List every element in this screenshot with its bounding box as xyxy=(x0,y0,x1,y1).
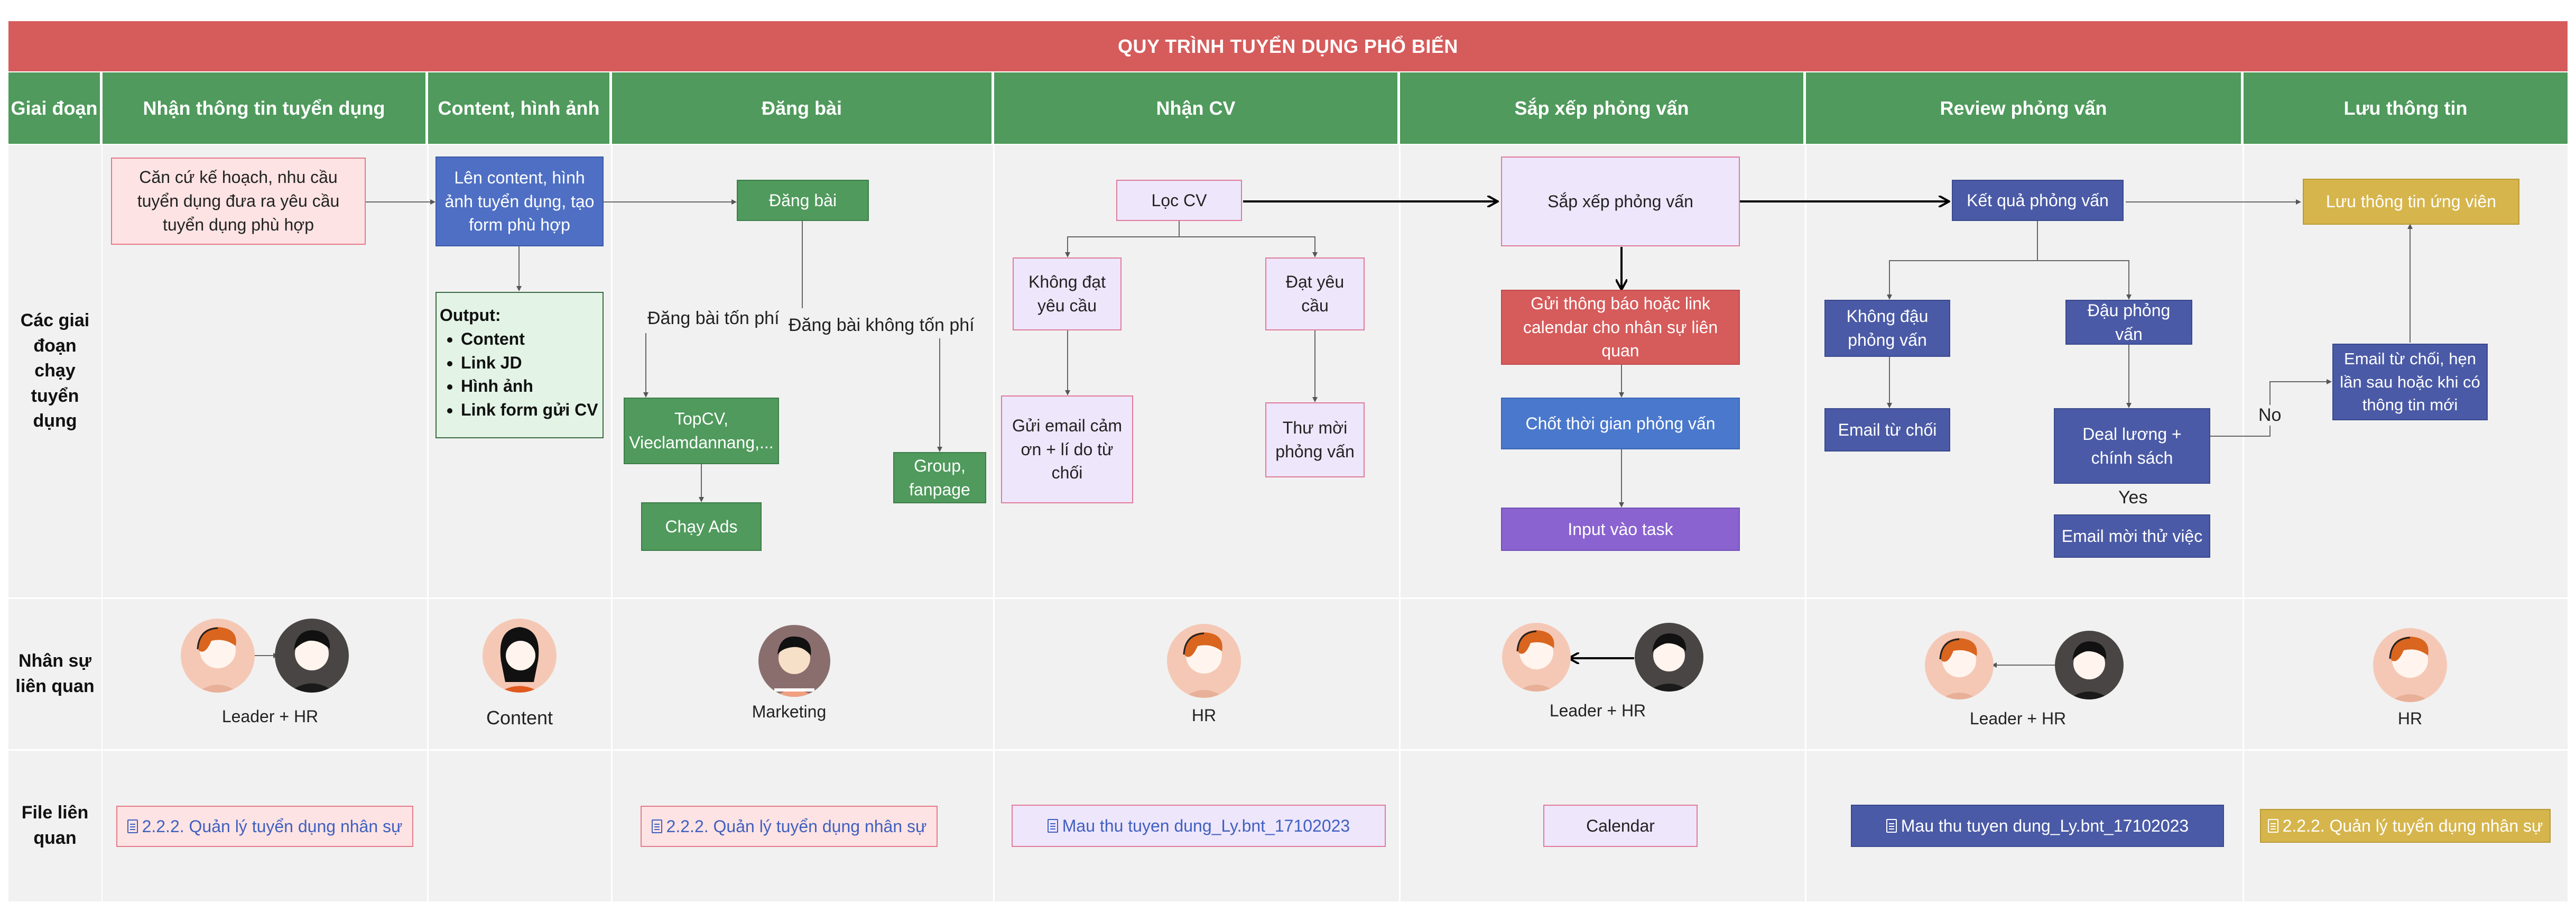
file-link-1[interactable]: 2.2.2. Quản lý tuyển dụng nhân sự xyxy=(116,806,413,847)
hr-avatar-icon xyxy=(1167,624,1241,698)
file-link-label: Mau thu tuyen dung_Ly.bnt_17102023 xyxy=(1901,816,2189,835)
document-icon xyxy=(651,819,662,833)
header-sap-xep: Sắp xếp phỏng vấn xyxy=(1400,72,1805,144)
node-chot-thoi-gian: Chốt thời gian phỏng vấn xyxy=(1501,398,1740,449)
node-input-vao-task: Input vào task xyxy=(1501,508,1740,551)
output-title: Output: xyxy=(440,306,501,325)
chart-title: QUY TRÌNH TUYỂN DỤNG PHỔ BIẾN xyxy=(8,21,2568,71)
document-icon xyxy=(127,819,138,833)
header-stage: Giai đoạn xyxy=(8,72,101,144)
hr-avatar-icon xyxy=(1502,623,1571,692)
node-loc-cv: Lọc CV xyxy=(1116,180,1242,221)
file-link-3[interactable]: 2.2.2. Quản lý tuyển dụng nhân sự xyxy=(641,806,938,847)
node-deal-luong: Deal lương + chính sách xyxy=(2054,408,2210,484)
node-gui-email-tu-choi: Gửi email cảm ơn + lí do từ chối xyxy=(1001,395,1133,503)
node-can-cu-ke-hoach: Căn cứ kế hoạch, nhu cầu tuyển dụng đưa … xyxy=(111,158,366,245)
document-icon xyxy=(1886,819,1897,833)
node-topcv: TopCV, Vieclamdannang,... xyxy=(624,398,779,464)
hr-avatar-icon xyxy=(1925,631,1994,699)
hr-avatar-icon xyxy=(181,619,255,693)
output-item: Link form gửi CV xyxy=(461,398,599,422)
row-label-stages: Các giai đoạn chạy tuyển dụng xyxy=(8,145,101,597)
file-link-label: Calendar xyxy=(1586,816,1655,835)
node-email-hen: Email từ chối, hẹn lần sau hoặc khi có t… xyxy=(2332,344,2488,420)
output-item: Content xyxy=(461,327,599,351)
node-gui-thong-bao: Gửi thông báo hoặc link calendar cho nhâ… xyxy=(1501,290,1740,365)
file-link-4[interactable]: Mau thu tuyen dung_Ly.bnt_17102023 xyxy=(1012,805,1386,847)
people-caption-5: Leader + HR xyxy=(1549,701,1646,720)
node-dau-phong-van: Đậu phỏng vấn xyxy=(2065,300,2192,345)
file-link-5[interactable]: Calendar xyxy=(1543,805,1698,847)
node-len-content: Lên content, hình ảnh tuyển dụng, tạo fo… xyxy=(435,156,604,246)
label-no: No xyxy=(2258,405,2282,426)
node-chay-ads: Chạy Ads xyxy=(641,502,762,551)
file-link-6[interactable]: Mau thu tuyen dung_Ly.bnt_17102023 xyxy=(1851,805,2224,847)
header-dang-bai: Đăng bài xyxy=(612,72,993,144)
output-item: Hình ảnh xyxy=(461,374,599,398)
people-caption-4: HR xyxy=(1191,706,1217,725)
output-item: Link JD xyxy=(461,351,599,375)
hr-avatar-icon xyxy=(2373,628,2447,702)
node-khong-dau: Không đậu phỏng vấn xyxy=(1824,300,1950,357)
node-group-fanpage: Group, fanpage xyxy=(893,452,986,503)
label-dang-bai-khong-ton-phi: Đăng bài không tốn phí xyxy=(789,315,975,335)
people-caption-2: Content xyxy=(486,707,553,729)
label-yes: Yes xyxy=(2118,487,2148,508)
people-caption-3: Marketing xyxy=(752,702,827,721)
row-label-people: Nhân sự liên quan xyxy=(8,598,101,749)
node-ket-qua-phong-van: Kết quả phỏng vấn xyxy=(1952,180,2124,221)
label-dang-bai-ton-phi: Đăng bài tốn phí xyxy=(647,308,780,328)
document-icon xyxy=(2267,819,2278,833)
document-icon xyxy=(1047,819,1058,833)
node-thu-moi-phong-van: Thư mời phỏng vấn xyxy=(1265,402,1365,477)
file-link-label: 2.2.2. Quản lý tuyển dụng nhân sự xyxy=(2282,816,2543,835)
header-nhan-thong-tin: Nhận thông tin tuyển dụng xyxy=(103,72,427,144)
content-avatar-icon xyxy=(483,619,557,693)
people-caption-7: HR xyxy=(2397,709,2423,728)
leader-avatar-icon xyxy=(275,619,349,693)
file-link-label: 2.2.2. Quản lý tuyển dụng nhân sự xyxy=(142,816,403,836)
leader-avatar-icon xyxy=(1635,623,1703,692)
people-caption-1: Leader + HR xyxy=(221,707,319,726)
header-review: Review phỏng vấn xyxy=(1806,72,2243,144)
node-luu-thong-tin: Lưu thông tin ứng viên xyxy=(2303,179,2519,225)
node-email-tu-choi: Email từ chối xyxy=(1824,408,1950,452)
node-dang-bai: Đăng bài xyxy=(737,180,869,221)
marketing-avatar-icon xyxy=(758,625,830,697)
file-link-label: 2.2.2. Quản lý tuyển dụng nhân sự xyxy=(666,816,927,836)
row-label-files: File liên quan xyxy=(8,750,101,901)
leader-avatar-icon xyxy=(2055,631,2124,699)
node-dat-yeu-cau: Đạt yêu cầu xyxy=(1265,257,1365,330)
node-email-thu-viec: Email mời thử việc xyxy=(2054,514,2210,558)
header-luu: Lưu thông tin xyxy=(2244,72,2568,144)
header-content: Content, hình ảnh xyxy=(428,72,611,144)
node-sap-xep-phong-van: Sắp xếp phỏng vấn xyxy=(1501,156,1740,246)
file-link-7[interactable]: 2.2.2. Quản lý tuyển dụng nhân sự xyxy=(2260,809,2551,843)
people-caption-6: Leader + HR xyxy=(1969,709,2067,728)
header-nhan-cv: Nhận CV xyxy=(994,72,1399,144)
file-link-label: Mau thu tuyen dung_Ly.bnt_17102023 xyxy=(1062,816,1350,835)
node-output: Output: Content Link JD Hình ảnh Link fo… xyxy=(435,292,604,438)
node-khong-dat-yeu-cau: Không đạt yêu cầu xyxy=(1013,257,1122,330)
